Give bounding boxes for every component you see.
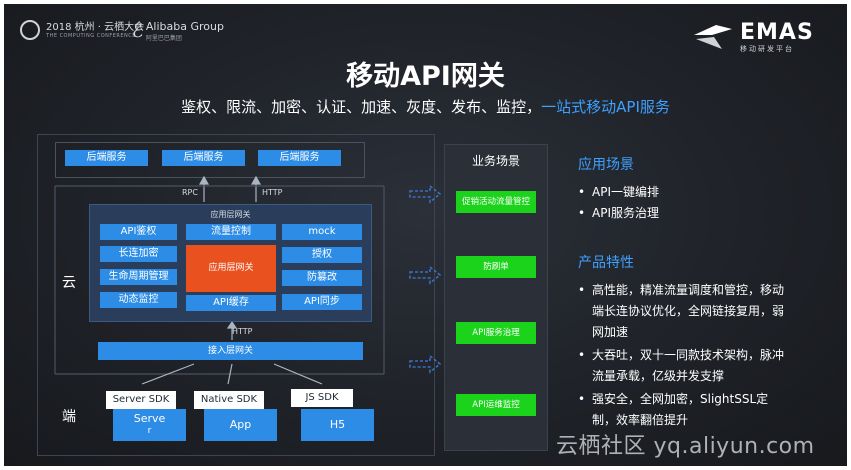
dynamic-monitoring: 动态监控 bbox=[100, 292, 177, 308]
client-server: Serve r bbox=[113, 409, 186, 441]
subtitle: 鉴权、限流、加密、认证、加速、灰度、发布、监控，一站式移动API服务 bbox=[4, 96, 847, 117]
subtitle-main: 鉴权、限流、加密、认证、加速、灰度、发布、监控， bbox=[181, 98, 542, 116]
page-title: 移动API网关 bbox=[346, 61, 505, 92]
feature-line: 大吞吐，双十一同款技术架构，脉冲 bbox=[592, 348, 785, 362]
business-scenarios-title: 业务场景 bbox=[471, 154, 520, 168]
lifecycle-management: 生命周期管理 bbox=[100, 269, 177, 285]
feature-item: 高性能，精准流量调度和管控，移动 端长连协议优化，全网链接复用，弱 网加速 bbox=[578, 280, 838, 343]
feature-line: 高性能，精准流量调度和管控，移动 bbox=[592, 283, 785, 297]
feature-item: 大吞吐，双十一同款技术架构，脉冲 流量承载，亿级并发支撑 bbox=[578, 345, 838, 387]
traffic-control: 流量控制 bbox=[186, 224, 276, 240]
arrow-right-icon bbox=[409, 184, 442, 204]
client-server-line1: Serve bbox=[133, 412, 166, 425]
features-text: 应用场景 API一键编排 API服务治理 产品特性 高性能，精准流量调度和管控，… bbox=[578, 154, 838, 431]
feature-line: 流量承载，亿级并发支撑 bbox=[592, 369, 725, 383]
features-title: 产品特性 bbox=[578, 255, 634, 271]
access-layer-gateway: 接入层网关 bbox=[98, 342, 363, 360]
alibaba-name-cn: 阿里巴巴集团 bbox=[145, 35, 182, 42]
conference-logo: 2018 杭州 · 云栖大会 THE COMPUTING CONFERENCE bbox=[20, 20, 144, 40]
backend-service-2: 后端服务 bbox=[162, 150, 245, 166]
alibaba-name: Alibaba Group bbox=[145, 20, 224, 33]
client-side-label: 端 bbox=[62, 409, 76, 425]
scenario-anti-fraud: 防刷单 bbox=[456, 256, 536, 278]
globe-icon bbox=[20, 20, 40, 40]
rpc-label: RPC bbox=[182, 188, 198, 197]
mock: mock bbox=[282, 224, 362, 240]
authorization: 授权 bbox=[282, 247, 362, 263]
emas-logo: EMAS 移动研发平台 bbox=[692, 22, 814, 54]
alibaba-mark-icon: ℰ bbox=[132, 20, 143, 42]
emas-mark-icon bbox=[694, 25, 732, 49]
http-top-label: HTTP bbox=[262, 188, 283, 197]
scenes-title: 应用场景 bbox=[578, 157, 634, 173]
feature-line: 端长连协议优化，全网链接复用，弱 bbox=[592, 304, 785, 318]
arrow-right-icon bbox=[409, 354, 442, 374]
alibaba-logo: ℰ Alibaba Group 阿里巴巴集团 bbox=[132, 20, 224, 43]
conference-tagline: THE COMPUTING CONFERENCE bbox=[46, 32, 136, 39]
http-mid-label: HTTP bbox=[232, 327, 253, 336]
conference-name: 2018 杭州 · 云栖大会 bbox=[46, 21, 145, 33]
feature-line: 强安全，全网加密，SlightSSL定 bbox=[592, 392, 769, 406]
js-sdk: JS SDK bbox=[291, 389, 353, 407]
scenario-api-governance: API服务治理 bbox=[456, 322, 536, 344]
anti-tamper: 防篡改 bbox=[282, 270, 362, 286]
client-app: App bbox=[204, 409, 277, 441]
architecture-panel bbox=[37, 134, 435, 456]
app-layer-title: 应用层网关 bbox=[210, 210, 251, 219]
feature-item: 强安全，全网加密，SlightSSL定 制，效率翻倍提升 bbox=[578, 389, 838, 431]
connector-lines bbox=[54, 175, 385, 408]
cloud-label: 云 bbox=[62, 275, 76, 291]
backend-service-3: 后端服务 bbox=[258, 150, 341, 166]
feature-line: 网加速 bbox=[592, 325, 629, 339]
api-cache: API缓存 bbox=[186, 295, 276, 311]
scene-item: API一键编排 bbox=[578, 182, 838, 203]
client-h5: H5 bbox=[301, 409, 374, 441]
app-layer-core: 应用层网关 bbox=[186, 245, 276, 292]
subtitle-highlight: 一站式移动API服务 bbox=[541, 98, 670, 116]
backend-service-1: 后端服务 bbox=[65, 150, 148, 166]
api-sync: API同步 bbox=[282, 294, 362, 310]
native-sdk: Native SDK bbox=[194, 391, 264, 409]
api-auth: API鉴权 bbox=[100, 224, 177, 240]
scenario-api-ops-monitoring: API运维监控 bbox=[456, 394, 536, 416]
client-server-line2: r bbox=[147, 426, 152, 436]
emas-tagline: 移动研发平台 bbox=[740, 45, 794, 53]
emas-name: EMAS bbox=[740, 20, 814, 45]
arrow-right-icon bbox=[409, 265, 442, 285]
feature-line: 制，效率翻倍提升 bbox=[592, 413, 689, 427]
server-sdk: Server SDK bbox=[106, 391, 176, 409]
scene-item: API服务治理 bbox=[578, 203, 838, 224]
backend-group bbox=[55, 142, 365, 178]
scenario-promo-traffic: 促销活动流量管控 bbox=[456, 191, 536, 213]
long-conn-encryption: 长连加密 bbox=[100, 246, 177, 262]
slide: 2018 杭州 · 云栖大会 THE COMPUTING CONFERENCE … bbox=[4, 4, 847, 466]
watermark: 云栖社区 yq.aliyun.com bbox=[556, 434, 815, 459]
